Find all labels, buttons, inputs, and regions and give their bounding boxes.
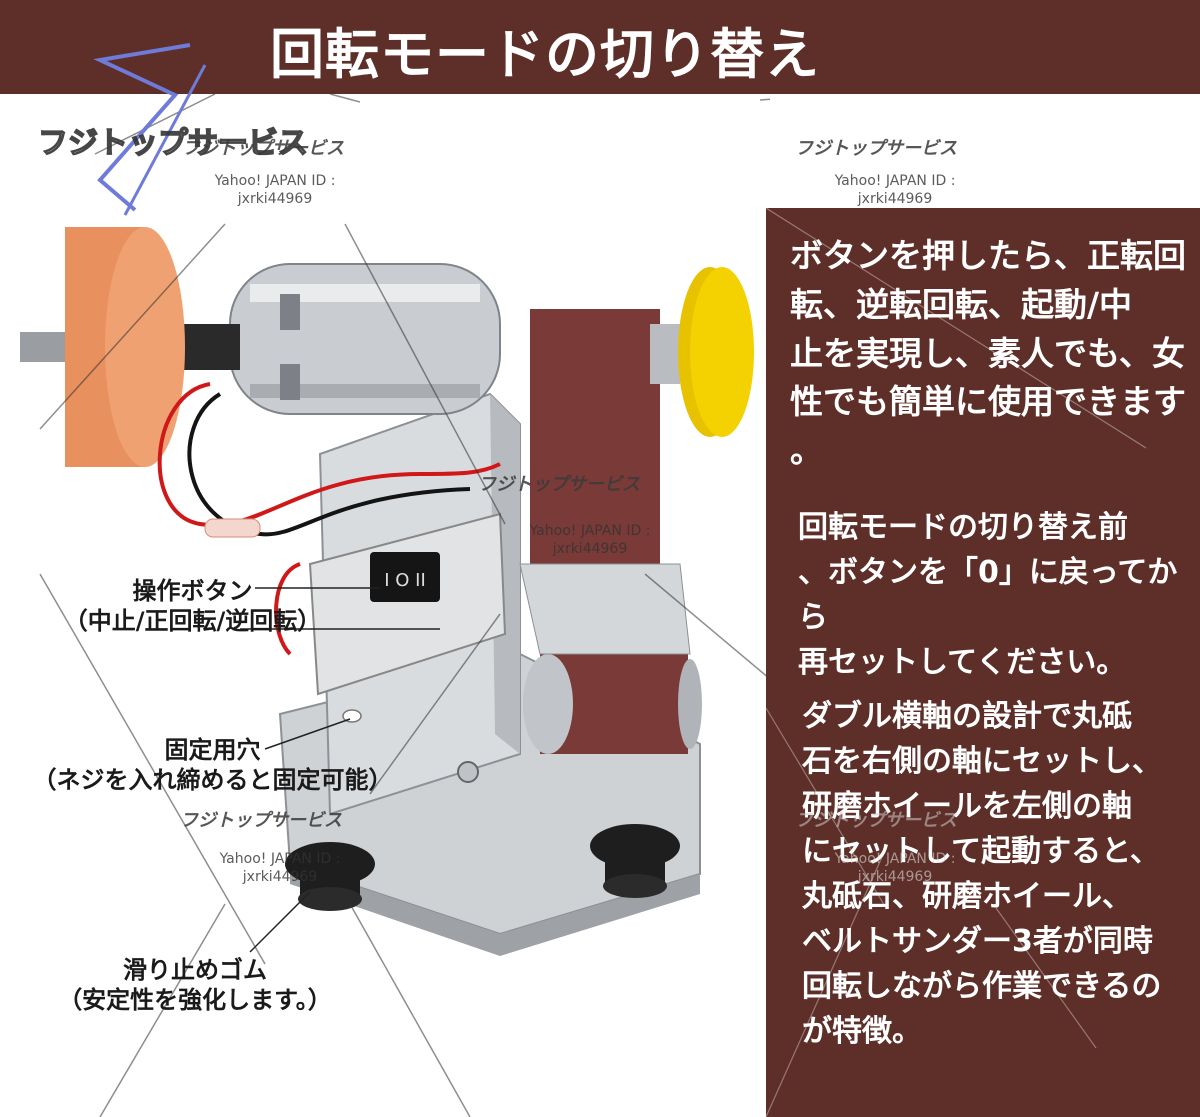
watermark-id-label: Yahoo! JAPAN ID :: [529, 523, 651, 539]
watermark-brand: フジトップサービス: [180, 810, 342, 831]
watermark-brand: フジトップサービス: [182, 138, 344, 159]
watermark-id: Yahoo! JAPAN ID : jxrki44969: [200, 172, 350, 208]
watermark-id-value: jxrki44969: [242, 869, 318, 886]
panel-line: 止を実現し、素人でも、女: [790, 333, 1186, 373]
panel-line: が特徴。: [802, 1014, 922, 1049]
panel-line: 性でも簡単に使用できます: [790, 382, 1186, 422]
description-paragraph-dual-shaft: ダブル横軸の設計で丸砥 石を右側の軸にセットし、 研磨ホイールを左側の軸 にセッ…: [802, 694, 1192, 1054]
mounting-hole-callout: 固定用穴 （ネジを入れ締めると固定可能）: [15, 735, 410, 795]
watermark-id-value: jxrki44969: [552, 541, 628, 558]
panel-line: 石を右側の軸にセットし、: [802, 744, 1162, 779]
mounting-hole: [342, 709, 362, 723]
rocker-switch: [370, 552, 440, 602]
panel-line: 丸砥石、研磨ホイール、: [802, 879, 1132, 914]
panel-line: にセットして起動すると、: [802, 834, 1160, 869]
product-photo: I O II: [20, 94, 770, 1117]
watermark-id-label: Yahoo! JAPAN ID :: [834, 851, 956, 867]
panel-watermark-lines: [766, 208, 1147, 1117]
switch-callout-title: 操作ボタン: [132, 577, 253, 605]
polishing-pad: [690, 267, 754, 437]
watermark-logo-text: フジトップサービス: [37, 125, 309, 162]
panel-line: ベルトサンダー3者が同時: [802, 924, 1153, 959]
watermark-id-value: jxrki44969: [857, 869, 933, 886]
page-title: 回転モードの切り替え: [270, 23, 820, 86]
panel-line: 。: [790, 431, 823, 471]
panel-line: ボタンを押したら、正転回: [790, 236, 1186, 275]
description-paragraph-reset: 回転モードの切り替え前 、ボタンを「0」に戻ってから 再セットしてください。: [798, 505, 1193, 685]
watermark-brand: フジトップサービス: [478, 474, 640, 495]
watermark-id: Yahoo! JAPAN ID : jxrki44969: [505, 522, 675, 558]
watermark-id-label: Yahoo! JAPAN ID :: [214, 173, 336, 189]
watermark-id: Yahoo! JAPAN ID : jxrki44969: [815, 172, 975, 208]
rubber-callout-sub: （安定性を強化します。）: [58, 986, 332, 1014]
watermark-brand: フジトップサービス: [795, 138, 957, 159]
switch-callout-sub: （中止/正回転/逆回転）: [63, 607, 322, 635]
panel-line: ダブル横軸の設計で丸砥: [802, 699, 1132, 734]
panel-line: 研磨ホイールを左側の軸: [802, 789, 1132, 824]
rubber-foot-callout: 滑り止めゴム （安定性を強化します。）: [30, 955, 360, 1015]
panel-line: 転、逆転回転、起動/中: [790, 284, 1133, 324]
description-panel: [766, 208, 1200, 1117]
switch-callout: 操作ボタン （中止/正回転/逆回転）: [30, 576, 355, 636]
watermark-brand: フジトップサービス: [795, 810, 957, 831]
rubber-callout-title: 滑り止めゴム: [123, 956, 267, 984]
panel-line: 回転しながら作業できるの: [802, 969, 1162, 1004]
description-paragraph-switch: ボタンを押したら、正転回 転、逆転回転、起動/中 止を実現し、素人でも、女 性で…: [790, 232, 1190, 476]
svg-text:I O II: I O II: [384, 570, 426, 591]
watermark-id: Yahoo! JAPAN ID : jxrki44969: [200, 850, 360, 886]
watermark-id-value: jxrki44969: [237, 191, 313, 208]
watermark-id: Yahoo! JAPAN ID : jxrki44969: [815, 850, 975, 886]
hole-callout-sub: （ネジを入れ締めると固定可能）: [32, 766, 393, 794]
watermark-id-label: Yahoo! JAPAN ID :: [219, 851, 341, 867]
panel-line: 、ボタンを「0」に戻ってから: [798, 555, 1178, 635]
panel-line: 回転モードの切り替え前: [798, 510, 1128, 545]
watermark-id-value: jxrki44969: [857, 191, 933, 208]
brand-logo-watermark: [93, 43, 207, 216]
hole-callout-title: 固定用穴: [164, 736, 261, 764]
panel-line: 再セットしてください。: [798, 645, 1127, 680]
watermark-id-label: Yahoo! JAPAN ID :: [834, 173, 956, 189]
title-banner: [0, 0, 1200, 94]
